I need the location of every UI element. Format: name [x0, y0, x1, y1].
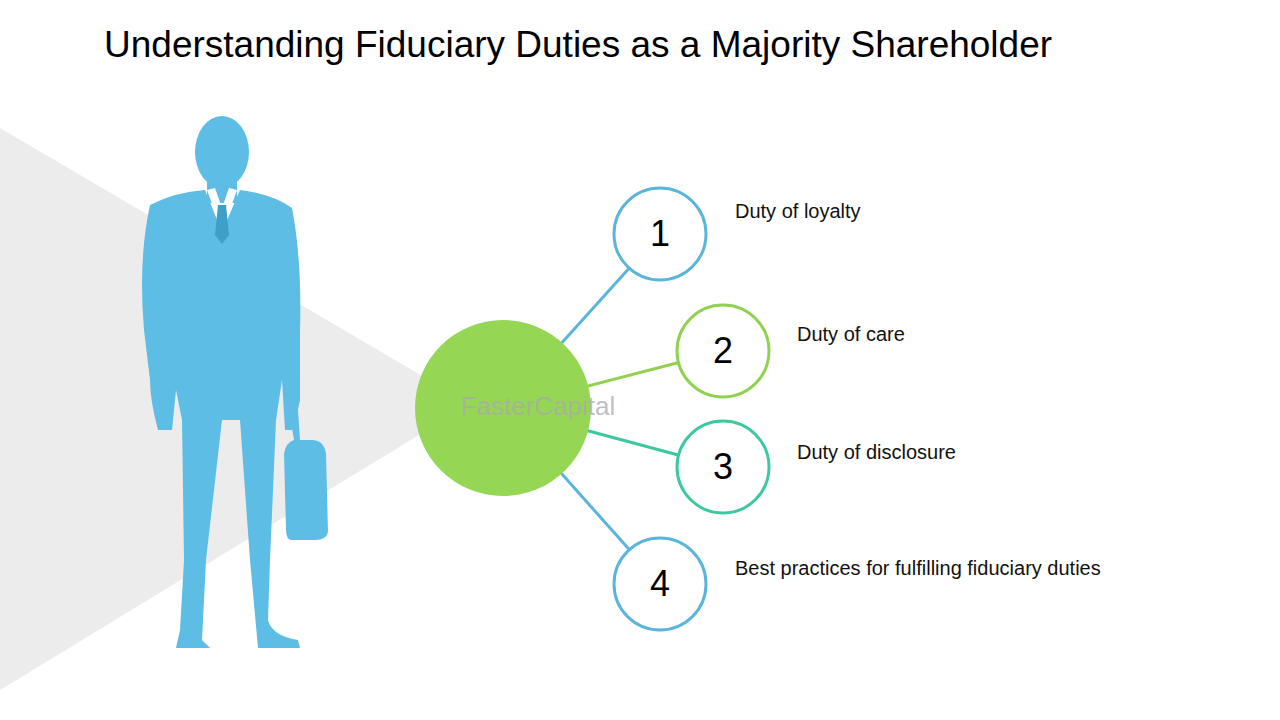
diagram-title: Understanding Fiduciary Duties as a Majo… — [104, 24, 1052, 66]
callout-number: 2 — [675, 303, 771, 399]
watermark: FasterCapital — [461, 391, 616, 422]
item-label: Duty of care — [797, 323, 905, 346]
necktie — [215, 205, 229, 244]
numbered-node: 4Best practices for fulfilling fiduciary… — [612, 536, 708, 632]
numbered-node: 1Duty of loyalty — [612, 186, 708, 282]
item-label: Duty of disclosure — [797, 441, 956, 464]
businessman-silhouette — [142, 116, 328, 648]
spotlight-triangle — [0, 128, 470, 690]
numbered-node: 2Duty of care — [675, 303, 771, 399]
item-label: Duty of loyalty — [735, 200, 861, 223]
item-label: Best practices for fulfilling fiduciary … — [735, 557, 1101, 580]
callout-number: 1 — [612, 186, 708, 282]
callout-number: 4 — [612, 536, 708, 632]
numbered-node: 3Duty of disclosure — [675, 419, 771, 515]
callout-number: 3 — [675, 419, 771, 515]
